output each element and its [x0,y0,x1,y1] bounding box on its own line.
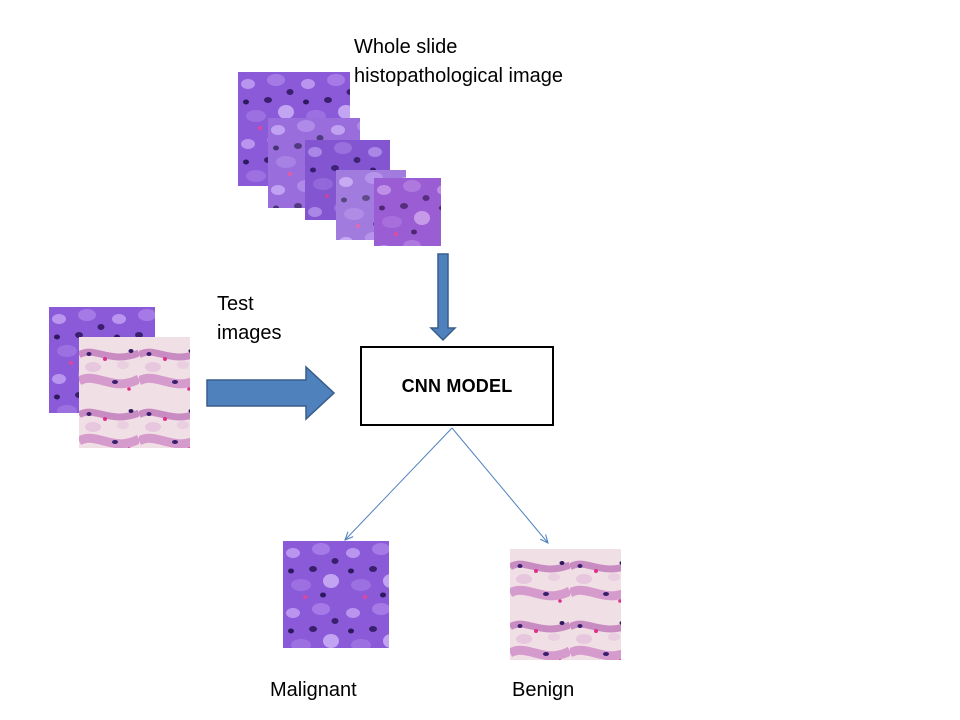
cnn-model-label: CNN MODEL [401,375,513,396]
wsi-label-line1: Whole slide [354,36,458,58]
test-label-line2: images [217,322,282,344]
output-malignant-image [283,541,389,648]
output-benign-image [510,549,621,660]
arrow-to-benign [451,427,548,543]
test-image-benign [79,337,190,448]
test-label-line1: Test [217,293,254,315]
wsi-tile-5 [374,178,441,246]
wsi-label-line2: histopathological image [354,65,564,87]
right-block-arrow [206,365,336,421]
arrow-to-malignant [345,427,453,540]
output-malignant-label: Malignant [270,679,357,701]
down-block-arrow [429,253,457,342]
cnn-model-box: CNN MODEL [360,346,554,426]
output-benign-label: Benign [512,679,575,701]
